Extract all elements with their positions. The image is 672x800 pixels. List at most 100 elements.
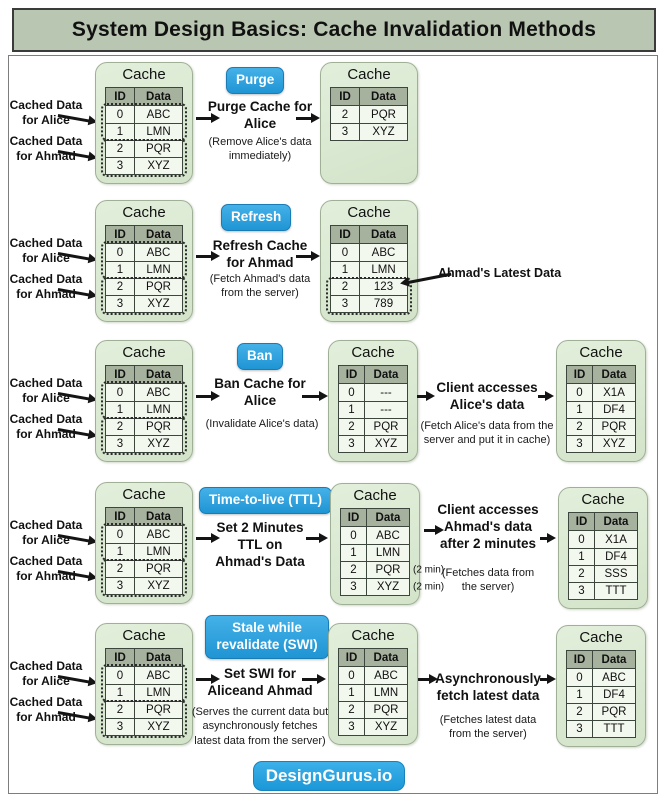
cache-table: ID Data 0 ABC 1 LMN 2 PQR [340, 508, 444, 596]
cell-id: 3 [106, 578, 135, 594]
label-cached-data-alice: Cached Data for Alice [9, 376, 83, 405]
cell-data: XYZ [147, 298, 170, 310]
col-data: Data [373, 651, 399, 664]
cell-id: 3 [341, 579, 367, 595]
cell-id: 3 [106, 719, 135, 735]
cache-table-header: ID Data [106, 88, 182, 106]
cell-id: 1 [106, 544, 135, 560]
cell-id: 3 [339, 436, 365, 452]
action-text: Purge Cache for Alice [207, 99, 313, 131]
arrow-icon [296, 255, 312, 258]
cell-data: ABC [374, 669, 398, 682]
note-text: (Fetches latest data from the server) [439, 714, 537, 741]
cell-id: 1 [339, 685, 365, 701]
cell-id: 0 [339, 667, 365, 684]
cell-data: XYZ [602, 438, 626, 450]
s4-initial-cache: Cache ID Data 0 ABC 1 LMN 2 PQR [95, 482, 193, 604]
cell-id: 1 [106, 685, 135, 701]
refresh-badge: Refresh [221, 204, 292, 231]
cache-row: 2 PQR [331, 106, 407, 123]
label-cached-data-alice: Cached Data for Alice [9, 659, 83, 688]
cache-rows: 0 ABC 1 LMN 2 PQR 3 XYZ [106, 384, 182, 452]
cell-data: PQR [373, 704, 399, 716]
cache-table-header: ID Data [567, 366, 635, 384]
cell-id: 3 [339, 719, 365, 735]
cache-row: 2 PQR [106, 701, 182, 718]
cell-id: 0 [106, 244, 135, 261]
cache-row: 2 PQR [106, 560, 182, 577]
col-data: Data [373, 368, 399, 381]
cell-data: XYZ [374, 438, 398, 450]
cell-id: 1 [339, 402, 365, 418]
action-text: Ban Cache for Alice [214, 376, 306, 408]
cell-id: 0 [567, 669, 593, 686]
cache-row: 0 ABC [106, 106, 182, 123]
s4-result-cache: Cache ID Data 0 X1A 1 DF4 2 SSS [558, 487, 648, 609]
cell-id: 2 [331, 106, 360, 123]
cell-data: PQR [146, 563, 171, 575]
cache-row: 2 PQR [339, 418, 407, 435]
label-cached-data-ahmad: Cached Data for Ahmad [9, 272, 83, 301]
action-text: Set SWI for Aliceand Ahmad [207, 666, 313, 698]
cache-table-header: ID Data [339, 366, 407, 384]
col-data: Data [146, 368, 171, 381]
cell-data: PQR [373, 421, 399, 433]
col-id: ID [339, 649, 365, 666]
cache-rows: 0 ABC 1 LMN 2 PQR 3 XYZ [106, 526, 182, 594]
cache-row: 0 ABC [339, 667, 407, 684]
cache-row: 1 LMN [106, 543, 182, 560]
cache-row: 3 XYZ (2 min) [341, 578, 444, 595]
cache-title: Cache [351, 344, 395, 361]
cell-id: 2 [106, 702, 135, 718]
cell-data: XYZ [376, 581, 400, 593]
cell-id: 1 [341, 545, 367, 561]
cache-rows: 0 ABC 1 DF4 2 PQR 3 TTT [567, 669, 635, 737]
arrow-icon [196, 678, 212, 681]
arrow-icon [418, 678, 430, 681]
ttl-annotation: (2 min) [413, 564, 445, 576]
label-ahmads-latest-data: Ahmad's Latest Data [438, 266, 562, 280]
s5-result-cache: Cache ID Data 0 ABC 1 DF4 2 PQR [556, 625, 646, 747]
cell-data: ABC [371, 246, 396, 259]
cache-row: 2 123 [331, 278, 407, 295]
cell-data: DF4 [605, 551, 627, 563]
col-data: Data [146, 90, 171, 103]
cell-id: 2 [106, 279, 135, 295]
designgurus-brand-button[interactable]: DesignGurus.io [253, 761, 405, 791]
s3-initial-cache: Cache ID Data 0 ABC 1 LMN 2 PQR [95, 340, 193, 462]
cache-row: 1 LMN [106, 261, 182, 278]
cache-table: ID Data 0 ABC 1 LMN 2 123 3 [330, 225, 408, 313]
cache-row: 1 LMN [106, 401, 182, 418]
label-cached-data-ahmad: Cached Data for Ahmad [9, 554, 83, 583]
cache-row: 2 PQR (2 min) [341, 561, 444, 578]
label-cached-data-ahmad: Cached Data for Ahmad [9, 134, 83, 163]
cache-table-header: ID Data [106, 649, 182, 667]
page-title: System Design Basics: Cache Invalidation… [12, 8, 656, 52]
arrow-icon [417, 395, 427, 398]
cache-row: 1 LMN [339, 684, 407, 701]
arrow-icon [302, 395, 320, 398]
cache-row: 3 XYZ [331, 123, 407, 140]
cell-id: 2 [106, 419, 135, 435]
purge-badge: Purge [226, 67, 285, 94]
cell-id: 2 [106, 561, 135, 577]
cache-row: 2 SSS [569, 565, 637, 582]
cache-row: 3 XYZ [339, 718, 407, 735]
s2-initial-cache: Cache ID Data 0 ABC 1 LMN 2 PQR [95, 200, 193, 322]
col-id: ID [106, 649, 135, 666]
cell-data: XYZ [372, 126, 395, 138]
cell-id: 1 [567, 687, 593, 703]
cache-row: 0 ABC [567, 669, 635, 686]
cell-id: 3 [106, 436, 135, 452]
label-cached-data-ahmad: Cached Data for Ahmad [9, 412, 83, 441]
cell-data: LMN [375, 547, 401, 559]
action-text: Refresh Cache for Ahmad [212, 238, 308, 270]
cell-id: 2 [339, 419, 365, 435]
col-id: ID [331, 88, 360, 105]
col-id: ID [569, 513, 595, 530]
cell-id: 2 [567, 419, 593, 435]
swi-badge: Stale while revalidate (SWI) [205, 615, 329, 659]
cache-table: ID Data 0 ABC 1 LMN 2 PQR 3 [338, 648, 408, 736]
cache-title: Cache [581, 491, 625, 508]
cache-row: 0 ABC [106, 384, 182, 401]
